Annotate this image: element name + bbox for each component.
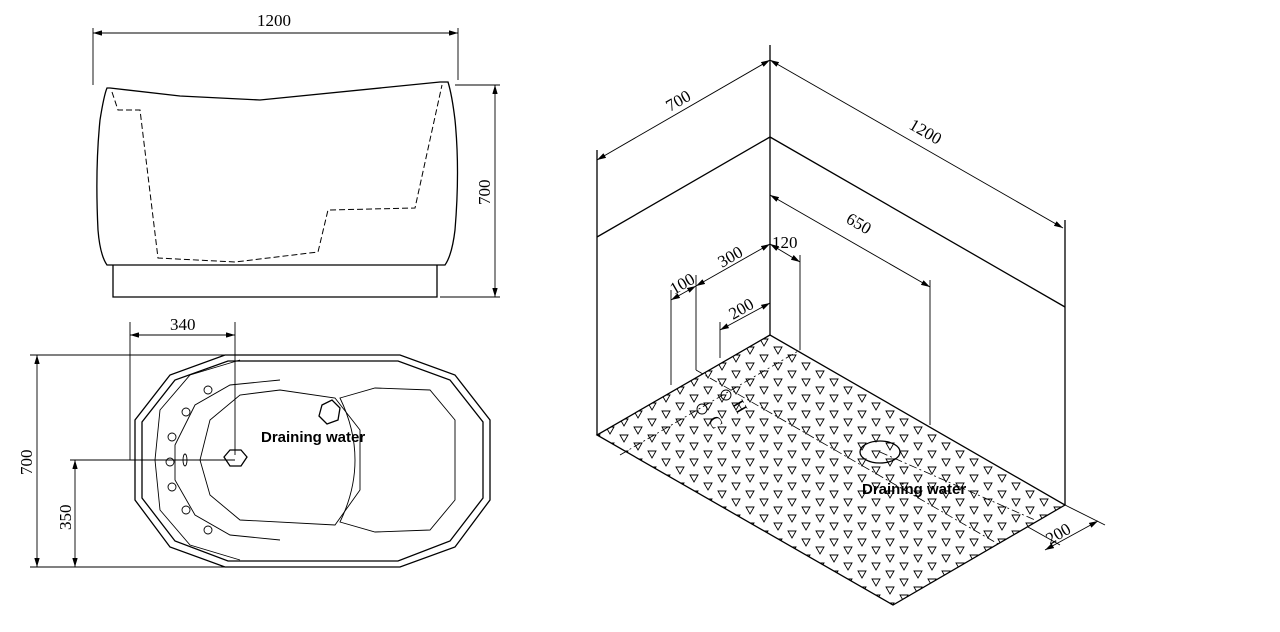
iso-length-dim: 1200: [906, 115, 945, 148]
cold-inlet-icon: [696, 403, 708, 415]
top-drain-label: Draining water: [261, 429, 365, 446]
front-view: 1200 700: [92, 11, 500, 298]
overflow-icon: [318, 399, 341, 425]
front-height-dim: 700: [475, 180, 494, 206]
iso-drain-label: Draining water: [862, 481, 966, 498]
top-offset-dim: 340: [170, 315, 196, 334]
hot-inlet-icon: [720, 389, 732, 401]
iso-200-floor-dim: 200: [1043, 519, 1075, 548]
jet-holes: [165, 385, 213, 535]
top-width-dim: 700: [17, 450, 36, 476]
iso-drain-dim: 650: [843, 209, 875, 238]
drain-icon: [223, 449, 248, 467]
front-width-dim: 1200: [257, 11, 291, 30]
top-half-dim: 350: [56, 505, 75, 531]
floor-area: [595, 334, 1067, 606]
iso-300-dim: 300: [715, 242, 747, 271]
iso-depth-dim: 700: [663, 86, 695, 115]
iso-view: 700 1200 650 120 300 100 200 C H Drainin…: [595, 45, 1106, 606]
top-view: Draining water 340 700 350: [17, 315, 491, 568]
iso-120-dim: 120: [772, 233, 798, 252]
iso-drain-icon: [859, 440, 901, 464]
iso-200-wall-dim: 200: [726, 294, 758, 323]
